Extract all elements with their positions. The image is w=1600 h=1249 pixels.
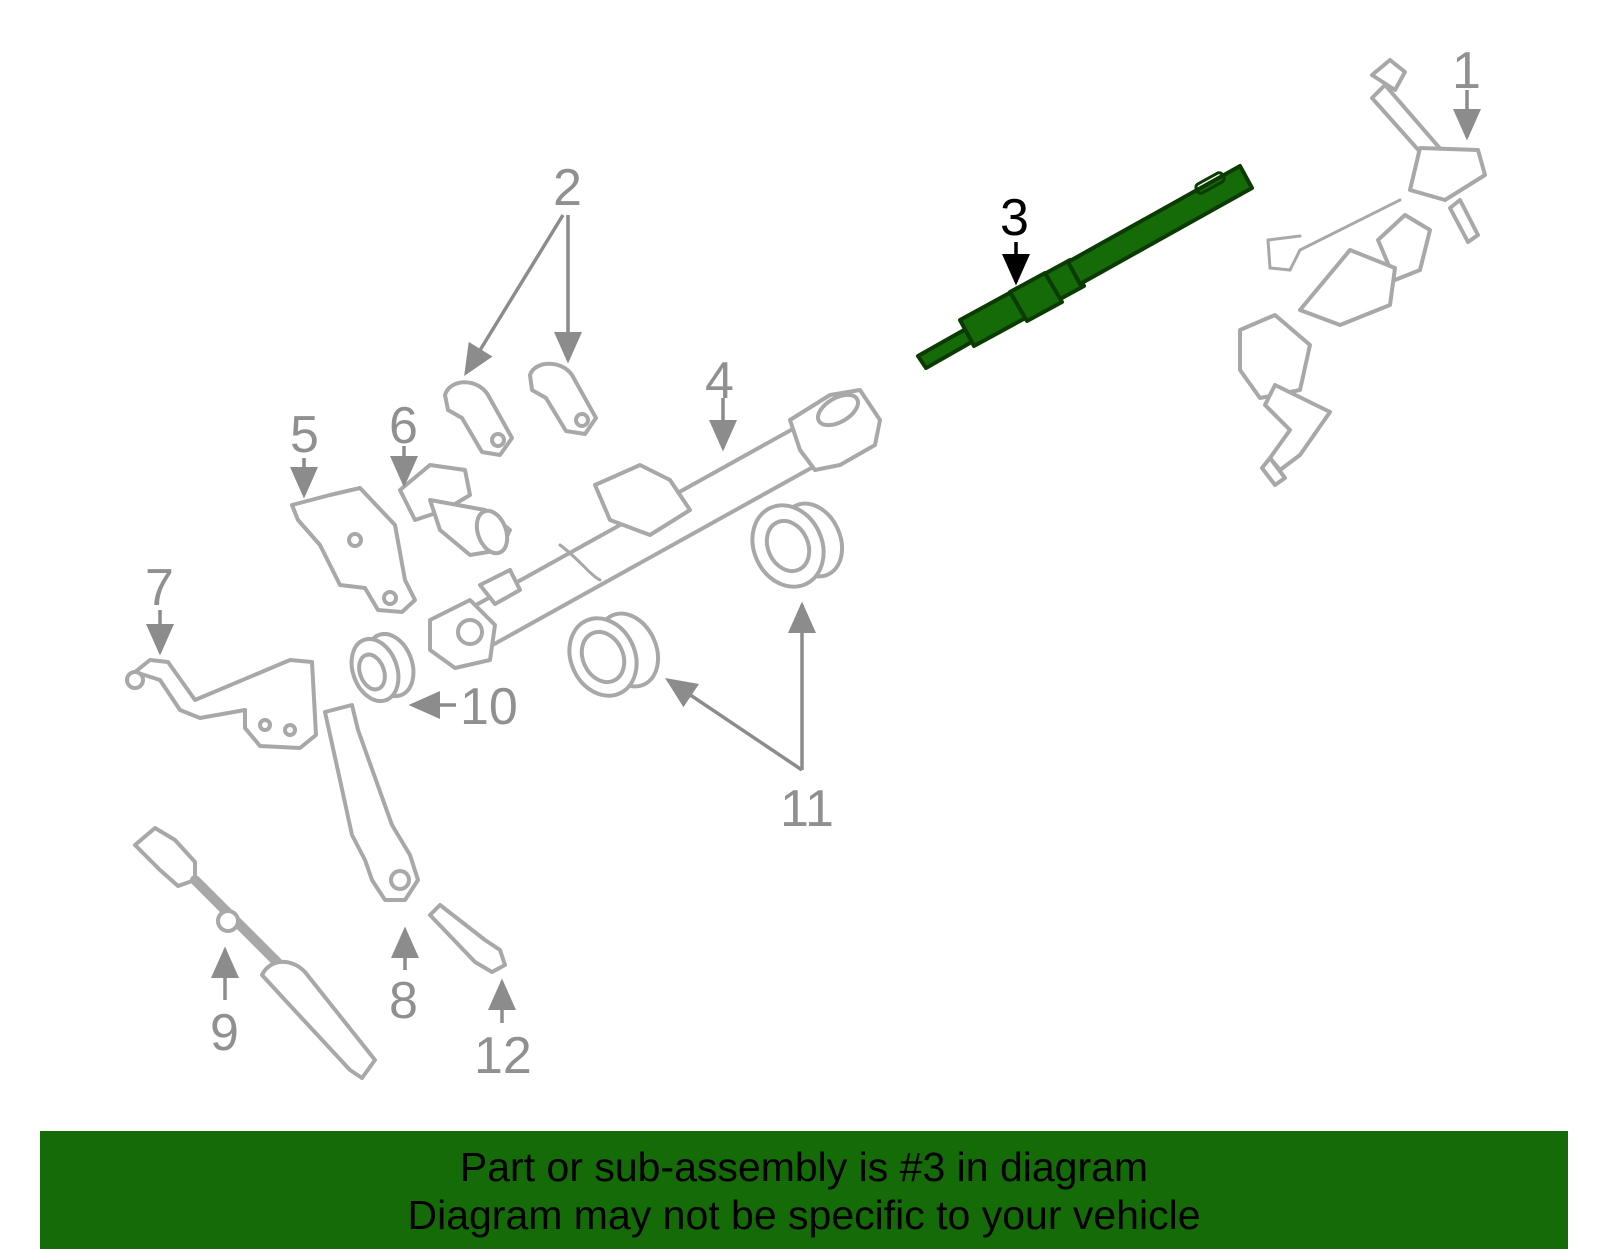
callout-2: 2	[553, 159, 582, 217]
callout-9: 9	[210, 1004, 239, 1062]
part-6-lock-housing[interactable]	[398, 463, 513, 557]
part-3-steering-shaft[interactable]	[916, 164, 1254, 370]
banner-line-1: Part or sub-assembly is #3 in diagram	[459, 1144, 1149, 1190]
part-7-shift-linkage[interactable]	[125, 658, 318, 750]
part-12-pin[interactable]	[428, 903, 507, 974]
parts-diagram: 1 2 3 4 5 6 7 8 9 10 11 12	[125, 42, 1487, 1085]
part-4-column-jacket[interactable]	[428, 388, 882, 670]
callout-labels: 1 2 3 4 5 6 7 8 9 10 11 12	[145, 42, 1481, 1085]
info-banner: Part or sub-assembly is #3 in diagram Di…	[40, 1131, 1568, 1249]
part-10-bushing[interactable]	[343, 627, 421, 707]
callout-5: 5	[290, 406, 319, 464]
callout-7: 7	[145, 559, 174, 617]
part-9-cable[interactable]	[133, 826, 377, 1080]
part-1-switch-assembly[interactable]	[1238, 58, 1487, 487]
callout-3: 3	[1000, 189, 1029, 247]
callout-10: 10	[460, 678, 518, 736]
part-11-sleeves[interactable]	[557, 494, 853, 707]
callout-8: 8	[389, 972, 418, 1030]
part-5-mount-bracket[interactable]	[290, 486, 417, 614]
leader-lines	[146, 90, 1481, 1023]
part-8-lever[interactable]	[323, 703, 420, 902]
callout-1: 1	[1452, 42, 1481, 100]
banner-line-2: Diagram may not be specific to your vehi…	[407, 1192, 1201, 1238]
callout-4: 4	[705, 352, 734, 410]
callout-6: 6	[389, 397, 418, 455]
callout-12: 12	[474, 1027, 532, 1085]
part-2-brackets[interactable]	[443, 361, 598, 457]
callout-11: 11	[780, 780, 834, 838]
